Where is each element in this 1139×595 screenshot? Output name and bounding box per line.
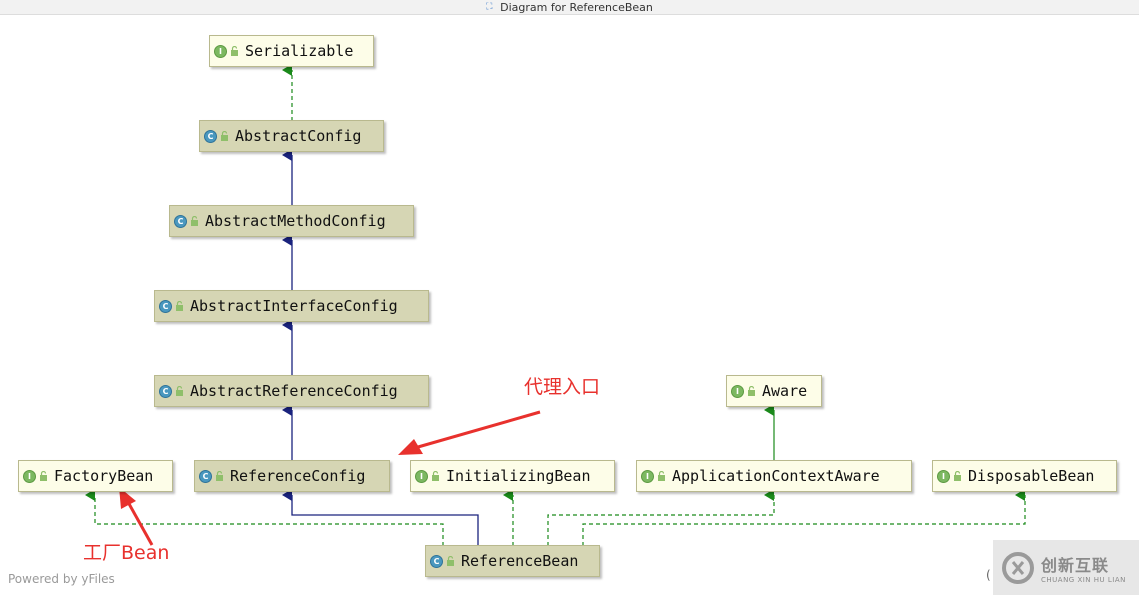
proxy-entry-arrow [417, 410, 541, 449]
edge-referencebean-applicationcontextaware [547, 489, 775, 546]
node-factory-bean[interactable]: I FactoryBean [18, 460, 173, 492]
interface-icon: I [937, 469, 950, 483]
node-label: ReferenceConfig [230, 467, 366, 485]
node-serializable[interactable]: I Serializable [209, 35, 374, 67]
lock-icon [231, 46, 238, 56]
watermark-logo-icon [1002, 551, 1034, 584]
node-abstract-config[interactable]: C AbstractConfig [199, 120, 384, 152]
node-reference-config[interactable]: C ReferenceConfig [194, 460, 390, 492]
edge-referencebean-factorybean [85, 489, 444, 546]
window-title: Diagram for ReferenceBean [500, 0, 653, 14]
class-icon: C [430, 554, 443, 568]
annotation-factory-bean: 工厂Bean [83, 542, 170, 564]
node-aware[interactable]: I Aware [726, 375, 822, 407]
powered-by-label: Powered by yFiles [8, 572, 115, 586]
node-label: FactoryBean [54, 467, 154, 485]
node-application-context-aware[interactable]: I ApplicationContextAware [636, 460, 912, 492]
lock-icon [658, 471, 665, 481]
node-label: Aware [762, 382, 808, 400]
diagram-icon: ⛶ [486, 1, 493, 12]
watermark-sub-text: CHUANG XIN HU LIAN [1041, 575, 1126, 584]
interface-icon: I [23, 469, 36, 483]
lock-icon [954, 471, 961, 481]
edge-referencebean-disposablebean [582, 489, 1026, 546]
implements-edges [85, 404, 1026, 546]
node-label: AbstractConfig [235, 127, 362, 145]
lock-icon [216, 471, 223, 481]
node-label: DisposableBean [968, 467, 1095, 485]
lock-icon [176, 386, 183, 396]
node-abstract-interface-config[interactable]: C AbstractInterfaceConfig [154, 290, 429, 322]
node-abstract-reference-config[interactable]: C AbstractReferenceConfig [154, 375, 429, 407]
node-label: InitializingBean [446, 467, 591, 485]
lock-icon [447, 556, 454, 566]
watermark: 创新互联 CHUANG XIN HU LIAN [993, 540, 1139, 595]
lock-icon [432, 471, 439, 481]
corner-glyph: ( [986, 568, 991, 582]
window-title-bar: ⛶ Diagram for ReferenceBean [0, 0, 1139, 15]
interface-icon: I [641, 469, 654, 483]
class-icon: C [159, 299, 172, 313]
node-label: AbstractInterfaceConfig [190, 297, 398, 315]
node-label: AbstractMethodConfig [205, 212, 386, 230]
class-icon: C [174, 214, 187, 228]
node-label: ReferenceBean [461, 552, 579, 570]
lock-icon [191, 216, 198, 226]
factory-bean-arrow [126, 501, 154, 546]
lock-icon [40, 471, 47, 481]
interface-icon: I [731, 384, 744, 398]
interface-icon: I [214, 44, 227, 58]
class-icon: C [204, 129, 217, 143]
node-label: Serializable [245, 42, 354, 60]
node-disposable-bean[interactable]: I DisposableBean [932, 460, 1117, 492]
extends-edges [282, 64, 479, 546]
node-label: ApplicationContextAware [672, 467, 880, 485]
node-reference-bean[interactable]: C ReferenceBean [425, 545, 600, 577]
node-abstract-method-config[interactable]: C AbstractMethodConfig [169, 205, 414, 237]
lock-icon [221, 131, 228, 141]
annotation-arrows [119, 410, 541, 546]
lock-icon [176, 301, 183, 311]
class-icon: C [199, 469, 212, 483]
edge-referencebean-referenceconfig [282, 489, 479, 546]
annotation-proxy-entry: 代理入口 [524, 376, 601, 398]
node-label: AbstractReferenceConfig [190, 382, 398, 400]
node-initializing-bean[interactable]: I InitializingBean [410, 460, 615, 492]
interface-icon: I [415, 469, 428, 483]
lock-icon [748, 386, 755, 396]
class-icon: C [159, 384, 172, 398]
watermark-main-text: 创新互联 [1041, 555, 1110, 575]
